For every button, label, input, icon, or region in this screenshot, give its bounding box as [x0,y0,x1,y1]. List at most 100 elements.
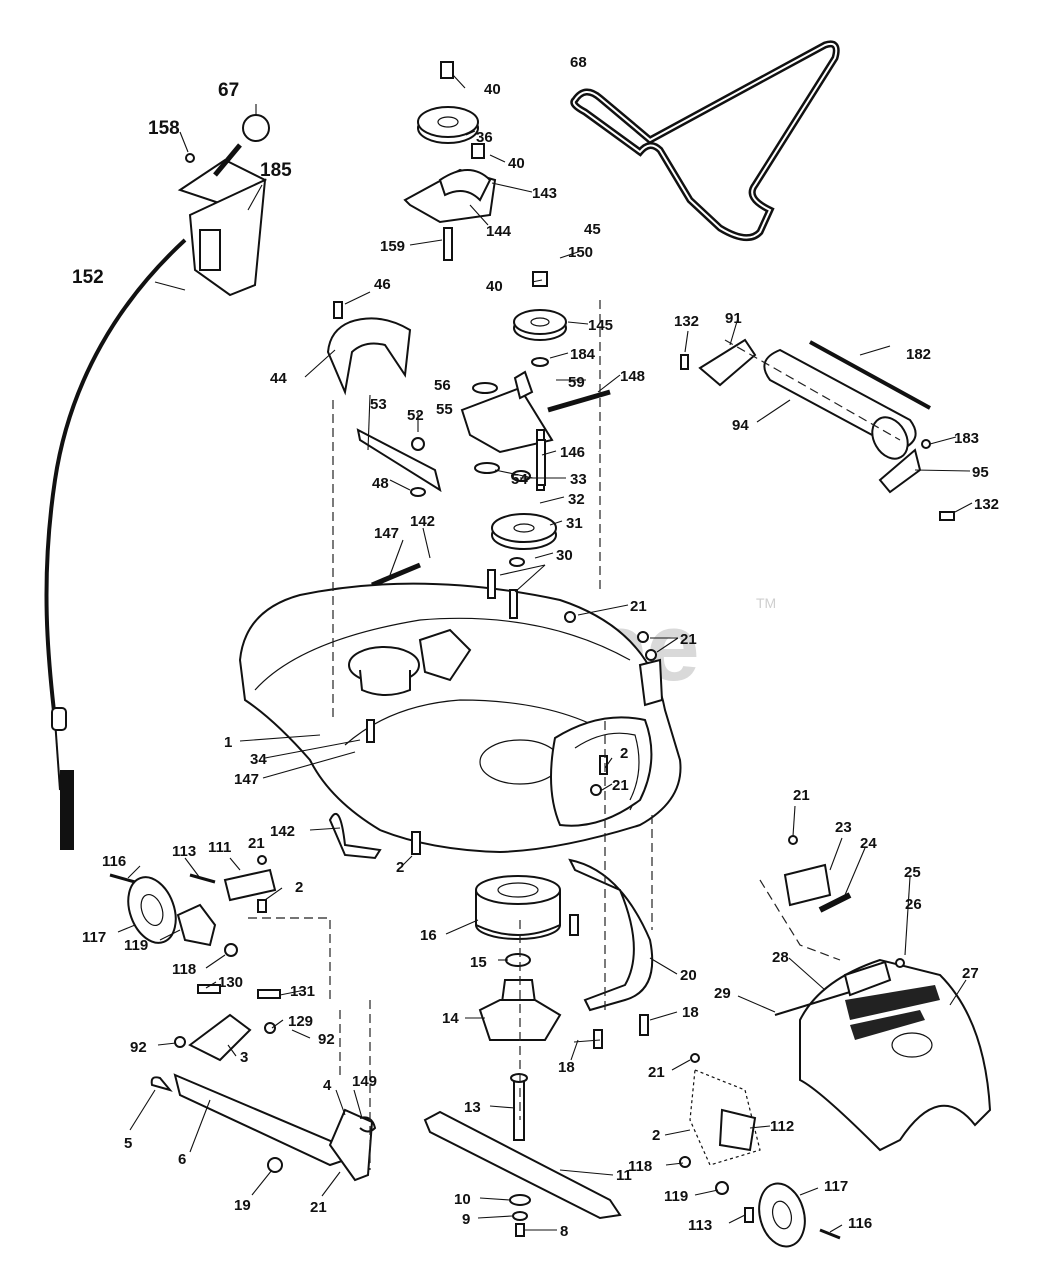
chute-bracket [783,835,905,968]
callout-18: 18 [682,1004,699,1021]
callout-148: 148 [620,368,645,385]
callout-147: 147 [234,771,259,788]
callout-9: 9 [462,1211,470,1228]
callout-116: 116 [102,853,126,870]
callout-94: 94 [732,417,749,434]
callout-21: 21 [310,1199,327,1216]
callout-159: 159 [380,238,405,255]
callout-2: 2 [620,745,628,762]
leader-lines [117,74,973,1233]
callout-112: 112 [770,1118,794,1135]
callout-117: 117 [824,1178,848,1195]
callout-45: 45 [584,221,601,238]
callout-67: 67 [218,80,239,101]
callout-182: 182 [906,346,931,363]
callout-19: 19 [234,1197,251,1214]
callout-91: 91 [725,310,742,327]
watermark-trademark: TM [756,595,776,611]
callout-21: 21 [680,631,697,648]
callout-21: 21 [648,1064,665,1081]
callout-185: 185 [260,160,292,181]
callout-24: 24 [860,835,877,852]
idler-pulley-upper [417,61,485,159]
callout-40: 40 [486,278,503,295]
callout-147: 147 [374,525,399,542]
callout-68: 68 [570,54,587,71]
callout-116: 116 [848,1215,872,1232]
callout-29: 29 [714,985,731,1002]
callout-1: 1 [224,734,232,751]
callout-95: 95 [972,464,989,481]
drive-belt [570,40,840,242]
callout-144: 144 [486,223,512,240]
callout-11: 11 [616,1167,632,1184]
callout-18: 18 [558,1059,575,1076]
callout-130: 130 [218,974,243,991]
gauge-roller [698,338,931,494]
spindle-assembly [475,875,562,1141]
callout-52: 52 [407,407,424,424]
callout-119: 119 [124,937,148,954]
callout-54: 54 [511,471,528,488]
callout-20: 20 [680,967,697,984]
callout-21: 21 [630,598,647,615]
callout-2: 2 [652,1127,660,1144]
callout-48: 48 [372,475,389,492]
callout-13: 13 [464,1099,481,1116]
cable-assembly [44,238,187,850]
callout-142: 142 [410,513,435,530]
callout-146: 146 [560,444,585,461]
callout-46: 46 [374,276,391,293]
callout-55: 55 [436,401,453,418]
idler-arm-bracket [403,168,497,261]
callout-92: 92 [130,1039,147,1056]
callout-119: 119 [664,1188,688,1205]
callout-3: 3 [240,1049,248,1066]
callout-30: 30 [556,547,573,564]
callout-23: 23 [835,819,852,836]
callout-5: 5 [124,1135,132,1152]
idler-pulley-middle [513,271,567,367]
callout-4: 4 [323,1077,332,1094]
callout-8: 8 [560,1223,568,1240]
callout-31: 31 [566,515,583,532]
callout-21: 21 [612,777,629,794]
lift-lever-bracket [177,143,268,297]
callout-152: 152 [72,267,104,288]
callout-labels: 40 36 40 143 144 159 45 150 40 68 67 158… [72,54,999,1240]
callout-53: 53 [370,396,387,413]
belt-guard [326,301,412,396]
baffle [568,858,654,1049]
callout-184: 184 [570,346,596,363]
callout-36: 36 [476,129,493,146]
discharge-chute [774,958,992,1152]
callout-2: 2 [396,859,404,876]
callout-132: 132 [674,313,699,330]
small-screw [185,153,195,163]
callout-28: 28 [772,949,789,966]
callout-113: 113 [172,843,196,860]
callout-111: 111 [208,839,231,856]
callout-34: 34 [250,751,267,768]
callout-56: 56 [434,377,451,394]
callout-14: 14 [442,1010,459,1027]
assembly-lines [248,300,901,1170]
belt-keeper-rod [356,428,442,497]
callout-92: 92 [318,1031,335,1048]
callout-44: 44 [270,370,287,387]
callout-145: 145 [588,317,613,334]
callout-40: 40 [508,155,525,172]
hardware-bolts [366,354,955,796]
callout-25: 25 [904,864,921,881]
gauge-wheel-left [109,868,277,957]
callout-33: 33 [570,471,587,488]
lever-knob [242,114,270,142]
callout-113: 113 [688,1217,712,1234]
callout-143: 143 [532,185,557,202]
callout-129: 129 [288,1013,313,1030]
callout-15: 15 [470,954,487,971]
callout-26: 26 [905,896,922,913]
callout-2: 2 [295,879,303,896]
callout-158: 158 [148,118,180,139]
